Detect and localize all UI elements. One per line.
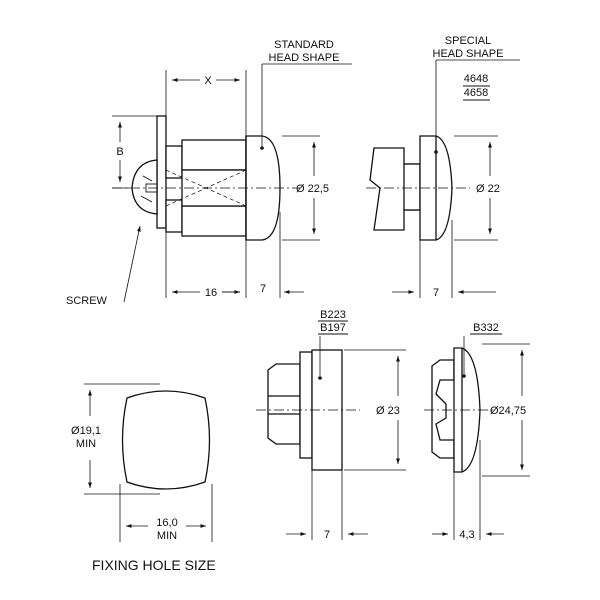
screw-head [131,159,158,215]
hole-dia-label: Ø19,1 [71,425,101,437]
part-4648-label: 4648 [464,73,488,85]
dia-22-5-label: Ø 22,5 [296,183,329,195]
special-head-view: SPECIAL HEAD SHAPE 4648 4658 Ø 22 7 [366,35,520,299]
special-head-label-2: HEAD SHAPE [433,48,504,60]
dim-7-c-label: 7 [324,529,330,541]
b223-head-view: B223 B197 Ø 23 7 [256,309,406,541]
b332-head-view: B332 Ø24,75 4,3 [424,322,530,541]
hole-width-min-label: MIN [157,530,177,542]
dim-7-b-label: 7 [433,287,439,299]
dia-23-label: Ø 23 [376,405,400,417]
fixing-hole-view: Ø19,1 MIN 16,0 MIN FIXING HOLE SIZE [71,383,216,573]
dim-4-3-label: 4,3 [459,529,474,541]
standard-head-label-2: HEAD SHAPE [269,52,340,64]
standard-lock-view: X B STANDARD HEAD SHAPE Ø 22,5 16 7 SCRE… [66,39,352,307]
standard-head-label-1: STANDARD [274,39,334,51]
dia-24-75-label: Ø24,75 [490,405,526,417]
part-b197-label: B197 [320,322,346,334]
dim-7-a-label: 7 [260,283,266,295]
part-b332-label: B332 [473,322,499,334]
hole-width-label: 16,0 [156,517,177,529]
dia-22-label: Ø 22 [476,183,500,195]
fixing-hole-shape [121,390,211,490]
fixing-hole-caption: FIXING HOLE SIZE [92,557,216,573]
part-b223-label: B223 [320,309,346,321]
dim-16-label: 16 [205,287,217,299]
screw-label: SCREW [66,295,108,307]
dim-b-label: B [116,146,123,158]
dim-x-label: X [204,75,212,87]
hole-dia-min-label: MIN [76,438,96,450]
part-4658-label: 4658 [464,87,488,99]
special-head-label-1: SPECIAL [445,35,491,47]
